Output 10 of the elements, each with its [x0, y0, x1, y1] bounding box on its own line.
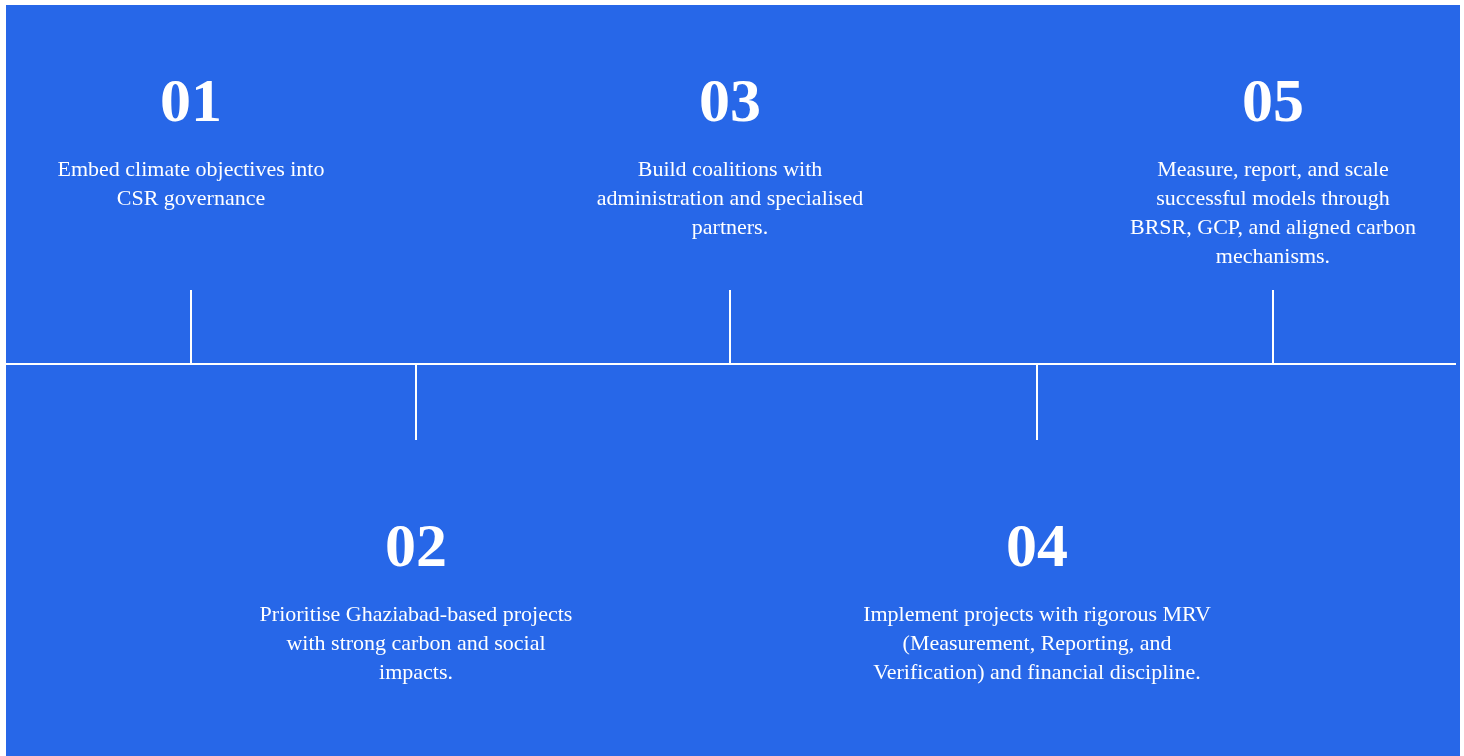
step-number: 04: [1006, 513, 1068, 577]
step-description: Implement projects with rigorous MRV (Measurement, Reporting, and Verification) and financial discipline.: [862, 600, 1212, 686]
step-description: Measure, report, and scale successful models through BRSR, GCP, and aligned carbon mechanisms.: [1129, 155, 1417, 270]
step-number: 02: [385, 513, 447, 577]
step-number: 01: [160, 68, 222, 132]
step-description: Build coalitions with administration and specialised partners.: [595, 155, 865, 241]
step-number: 05: [1242, 68, 1304, 132]
step-description: Embed climate objectives into CSR governance: [56, 155, 326, 212]
step-description: Prioritise Ghaziabad-based projects with strong carbon and social impacts.: [258, 600, 574, 686]
step-number: 03: [699, 68, 761, 132]
